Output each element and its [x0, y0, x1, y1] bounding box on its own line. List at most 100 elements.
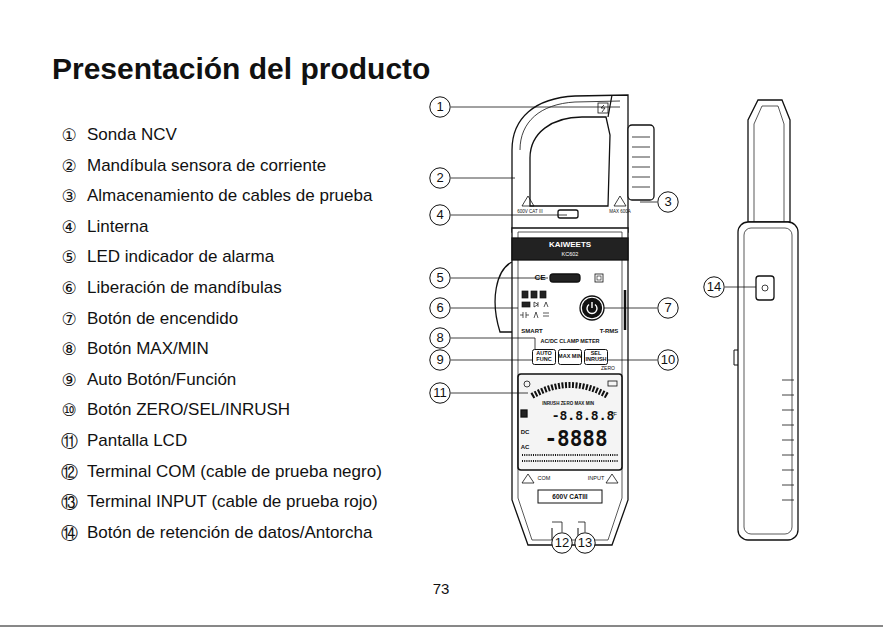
- part-name: LED indicador de alarma: [87, 248, 274, 267]
- callout-number: 10: [657, 349, 679, 371]
- callout-number: 7: [657, 297, 679, 319]
- capacitor-icon: [520, 312, 529, 318]
- callout-text: 2: [429, 167, 451, 189]
- leader-line: [608, 360, 657, 361]
- side-jaw-edge: [754, 106, 784, 222]
- diode-icon: [534, 302, 538, 307]
- part-name: Botón de encendido: [87, 309, 238, 328]
- list-number: ⑨: [61, 370, 76, 389]
- side-body: [738, 222, 798, 540]
- callout-text: 1: [429, 96, 451, 118]
- callout-number: 6: [429, 297, 451, 319]
- side-view: [734, 100, 798, 540]
- part-name: Auto Botón/Función: [87, 370, 236, 389]
- list-number: ⑤: [61, 248, 76, 267]
- list-number: ⑧: [61, 340, 76, 359]
- panel-text: AC/DC CLAMP METER: [540, 338, 599, 344]
- button-text: SEL INRUSH: [584, 349, 608, 365]
- side-ribs: [782, 380, 794, 500]
- warning-symbol: [522, 196, 534, 206]
- panel-button: AUTO FUNC: [532, 349, 556, 365]
- function-icon: [522, 302, 530, 307]
- part-name: Botón ZERO/SEL/INRUSH: [87, 401, 290, 420]
- leader-line: [725, 287, 756, 288]
- button-outline: [533, 350, 556, 365]
- lcd-digits: -8.8.8.8: [552, 409, 615, 423]
- function-icon: [540, 291, 546, 298]
- leader-line: [640, 202, 657, 203]
- part-name: Sonda NCV: [87, 126, 177, 145]
- power-button: [583, 299, 602, 318]
- callout-text: 4: [429, 204, 451, 226]
- lcd-scale: [522, 455, 618, 461]
- part-name: Pantalla LCD: [87, 432, 187, 451]
- side-rim: [744, 228, 792, 534]
- rating-text: 600V CAT III: [517, 210, 542, 215]
- function-icon: [544, 302, 548, 307]
- body: [512, 228, 628, 545]
- part-name: Terminal INPUT (cable de prueba rojo): [87, 493, 378, 512]
- side-jaw: [748, 100, 790, 222]
- callout-number: 2: [429, 167, 451, 189]
- list-number: ⑪: [61, 432, 78, 451]
- callout-circle: [658, 350, 678, 370]
- page-title: Presentación del producto: [52, 52, 430, 85]
- list-number: ④: [61, 217, 76, 236]
- terminal-label: INPUT: [588, 475, 605, 481]
- callout-text: 11: [429, 382, 451, 404]
- ce-mark: CE: [534, 274, 545, 283]
- lcd-unit: °F: [611, 411, 617, 418]
- callout-circle: [430, 168, 450, 188]
- callout-number: 9: [429, 349, 451, 371]
- callout-number: 13: [574, 532, 596, 554]
- callout-circle: [430, 298, 450, 318]
- lead-storage: [628, 125, 654, 200]
- part-name: Mandíbula sensora de corriente: [87, 156, 326, 175]
- lcd: [518, 374, 622, 470]
- callout-number: 5: [429, 267, 451, 289]
- rating-box: [538, 490, 602, 503]
- callout-circle: [575, 533, 595, 553]
- panel-button: SEL INRUSH: [584, 349, 608, 365]
- rating-text: MAX 600A: [609, 210, 631, 215]
- leader-line: [451, 338, 535, 350]
- page-number: 73: [433, 581, 450, 598]
- button-outline: [585, 350, 608, 365]
- callout-text: 14: [703, 276, 725, 298]
- jaw-release: [495, 262, 512, 332]
- callout-circle: [430, 205, 450, 225]
- alarm-led: [550, 274, 580, 282]
- function-icon: [531, 291, 537, 298]
- list-number: ⑫: [61, 462, 78, 481]
- lcd-segment: INRUSH ZERO MAX MIN: [542, 402, 594, 407]
- leader-line: [451, 360, 532, 361]
- lcd-segment: DC: [521, 429, 530, 436]
- panel-text: SMART: [521, 328, 542, 335]
- power-symbol: [587, 302, 597, 314]
- flashlight: [558, 210, 578, 218]
- jaw-gap: [608, 95, 612, 117]
- list-number: ⑩: [61, 401, 76, 420]
- battery-icon: [608, 381, 617, 386]
- front-view: [495, 95, 654, 545]
- model-name: KC602: [562, 251, 579, 257]
- callout-number: 3: [657, 191, 679, 213]
- terminal-label: COM: [538, 475, 551, 481]
- leader-line: [451, 278, 548, 279]
- callout-circle: [430, 350, 450, 370]
- part-name: Botón MAX/MIN: [87, 340, 209, 359]
- list-number: ⑬: [61, 493, 78, 512]
- hold-button: [756, 276, 774, 300]
- panel-text: T-RMS: [600, 328, 619, 335]
- callout-number: 14: [703, 276, 725, 298]
- callout-circle: [430, 383, 450, 403]
- jaw-opening: [530, 117, 610, 206]
- storage-ribs: [632, 137, 650, 187]
- callout-text: 6: [429, 297, 451, 319]
- auto-off-icon: [524, 381, 530, 387]
- list-number: ⑥: [61, 279, 76, 298]
- callout-text: 13: [574, 532, 596, 554]
- hold-icon: [521, 410, 527, 417]
- leader-line: [451, 308, 518, 309]
